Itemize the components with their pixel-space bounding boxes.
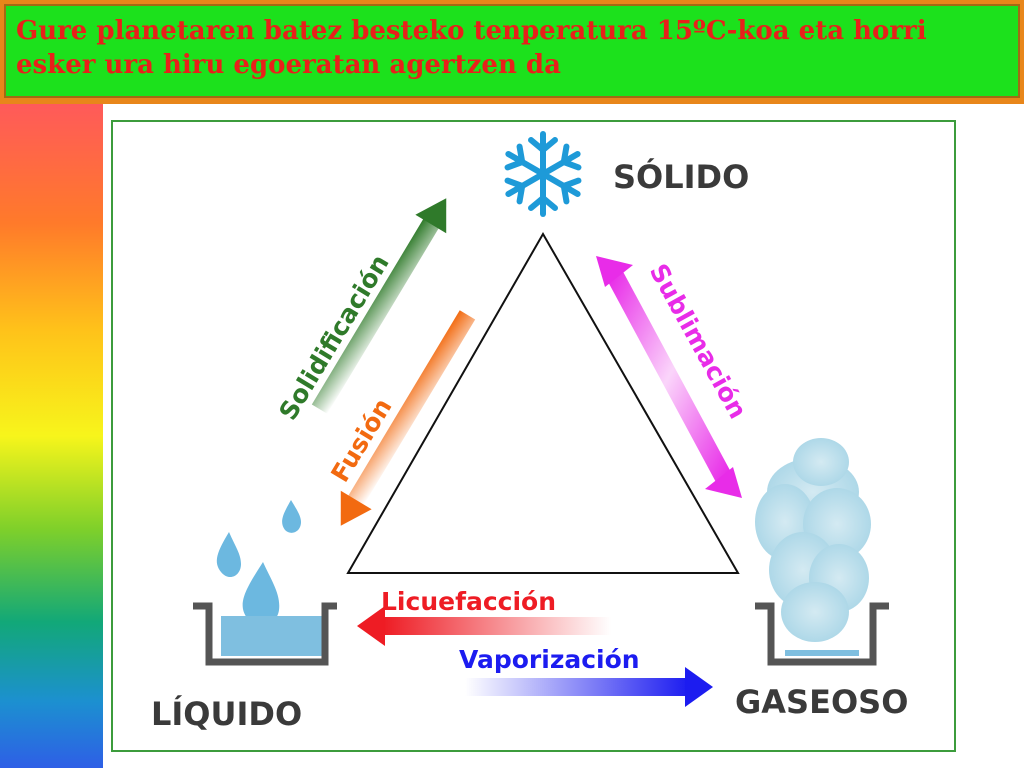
phase-triangle: [346, 231, 740, 574]
vaporizacion-label: Vaporización: [459, 645, 640, 674]
vaporizacion-arrow: [465, 667, 713, 707]
slide-title: Gure planetaren batez besteko tenperatur…: [16, 16, 927, 80]
steam-cloud-icon: [755, 438, 871, 642]
state-label-solid: SÓLIDO: [613, 157, 749, 196]
title-banner: Gure planetaren batez besteko tenperatur…: [0, 0, 1024, 104]
licuefaccion-arrow: [357, 606, 611, 646]
state-label-gas: GASEOSO: [735, 683, 908, 721]
water-drops-icon: [216, 500, 301, 625]
rainbow-side-strip: [0, 104, 103, 768]
empty-container-icon: [755, 602, 889, 666]
snowflake-icon: [502, 131, 583, 214]
title-banner-inner: Gure planetaren batez besteko tenperatur…: [4, 4, 1020, 98]
diagram-canvas: SÓLIDO LÍQUIDO GASEOSO Solidificación Fu…: [151, 131, 908, 733]
state-label-liquid: LÍQUIDO: [151, 695, 302, 733]
sublimacion-arrow: [596, 256, 742, 498]
states-of-water-diagram: SÓLIDO LÍQUIDO GASEOSO Solidificación Fu…: [111, 120, 956, 752]
water-container-icon: [193, 602, 337, 666]
fusion-arrow: [340, 310, 476, 526]
solidificacion-arrow: [311, 198, 447, 414]
licuefaccion-label: Licuefacción: [381, 587, 556, 616]
